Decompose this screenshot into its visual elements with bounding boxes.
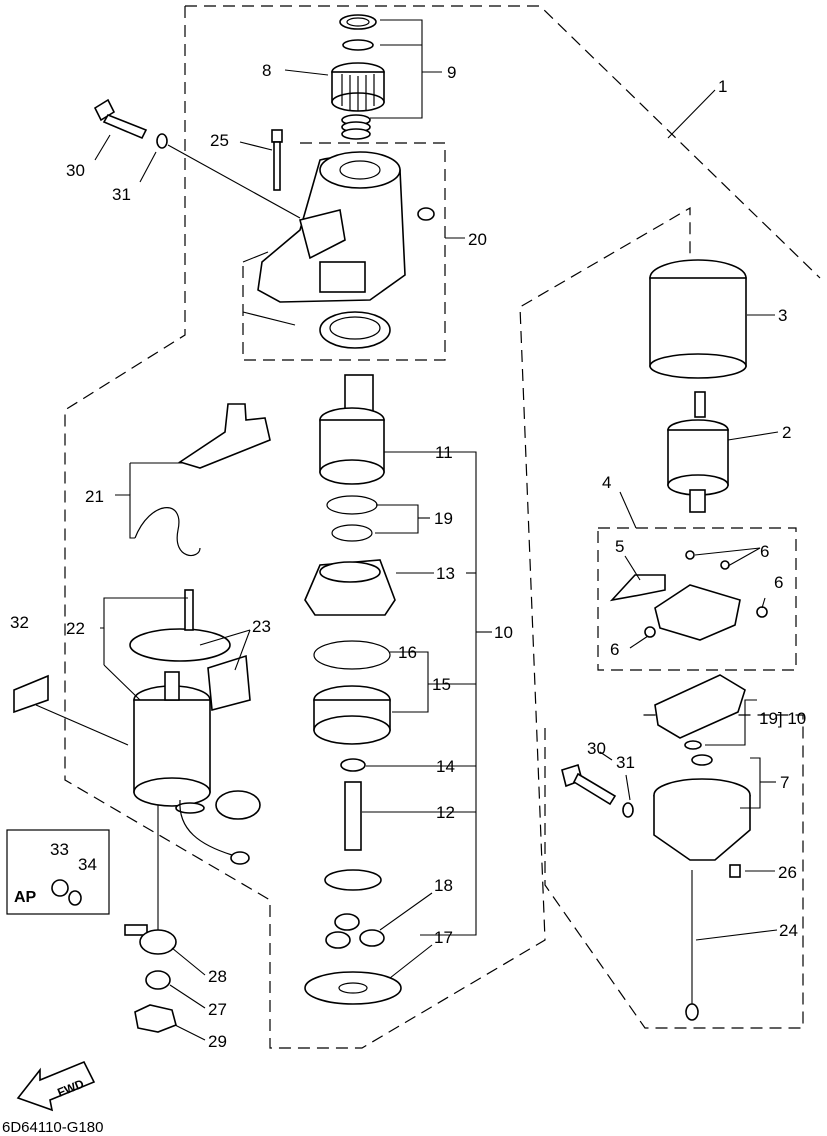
- diagram-code: 6D64110-G180: [2, 1119, 103, 1136]
- leader-32: [35, 704, 129, 746]
- callout-28: 28: [208, 967, 227, 986]
- part-25-bolt: [271, 129, 283, 191]
- callout-2: 2: [782, 423, 791, 442]
- callout-30-right: 30: [587, 739, 606, 758]
- callout-18: 18: [434, 876, 453, 895]
- callout-15: 15: [432, 675, 451, 694]
- part-17-plate: [304, 971, 402, 1005]
- assembly-outline-4: [597, 527, 797, 671]
- assembly-outline-20: [242, 142, 446, 361]
- callout-13: 13: [436, 564, 455, 583]
- callout-22: 22: [66, 619, 85, 638]
- callout-27: 27: [208, 1000, 227, 1019]
- callout-32: 32: [10, 613, 29, 632]
- part-21-shift-lever: [134, 403, 271, 556]
- callout-24: 24: [779, 921, 798, 940]
- callout-6b: 6: [774, 573, 783, 592]
- part-8-pinion-gear: [331, 62, 385, 112]
- callout-23: 23: [252, 617, 271, 636]
- callout-8: 8: [262, 61, 271, 80]
- part-29-cap: [134, 1004, 177, 1033]
- callout-1: 1: [718, 77, 727, 96]
- callout-31-right: 31: [616, 753, 635, 772]
- assembly-outline-main: [64, 5, 821, 1049]
- callout-34: 34: [78, 855, 97, 874]
- callout-6a: 6: [760, 542, 769, 561]
- part-20-bushing: [319, 311, 391, 349]
- callout-25: 25: [210, 131, 229, 150]
- part-27-nut: [145, 970, 171, 990]
- callout-31: 31: [112, 185, 131, 204]
- part-9-stopper-ring: [339, 14, 377, 51]
- callout-19: 19: [434, 509, 453, 528]
- part-4-brush-holder: [609, 550, 768, 641]
- ap-box: [6, 829, 110, 915]
- callout-29: 29: [208, 1032, 227, 1051]
- part-28-terminal-nut: [124, 805, 177, 955]
- callout-17: 17: [434, 928, 453, 947]
- part-22-plate: [129, 589, 231, 662]
- part-18-planet-gears: [325, 913, 385, 949]
- part-30-bolt-right: [561, 763, 617, 806]
- callout-10: 10: [494, 623, 513, 642]
- part-31-washer: [156, 133, 168, 149]
- part-13-gear-housing: [304, 559, 396, 616]
- leader-lines: [94, 19, 779, 1041]
- callout-4: 4: [602, 473, 611, 492]
- part-7-rear-cover: [653, 754, 751, 861]
- part-3-yoke: [649, 259, 747, 379]
- part-19-10-plate: [654, 674, 746, 750]
- callout-6c: 6: [610, 640, 619, 659]
- part-15-internal-gear: [313, 685, 391, 745]
- part-30-bolt: [93, 98, 148, 140]
- part-11-clutch: [319, 374, 385, 485]
- part-23-rubber: [207, 654, 261, 820]
- callout-7: 7: [780, 773, 789, 792]
- callout-30: 30: [66, 161, 85, 180]
- part-24-through-bolt: [685, 870, 699, 1021]
- callout-26: 26: [778, 863, 797, 882]
- assembly-outline-7: [544, 714, 804, 1029]
- callout-9: 9: [447, 63, 456, 82]
- callout-5: 5: [615, 537, 624, 556]
- callout-20: 20: [468, 230, 487, 249]
- callout-12: 12: [436, 803, 455, 822]
- part-2-armature: [667, 391, 729, 513]
- part-9-spring: [341, 114, 371, 140]
- leader-31-housing: [167, 144, 301, 219]
- ap-label: AP: [14, 889, 37, 906]
- part-20-front-housing: [257, 151, 435, 303]
- callout-labels: 1 8 9 25 30 31 20 3 2 11 4 21 19 5 6 13 …: [2, 61, 806, 1136]
- part-22-solenoid: [133, 671, 211, 814]
- callout-19-10: 19] 10: [759, 709, 806, 728]
- callout-21: 21: [85, 487, 104, 506]
- fwd-arrow: [16, 1060, 96, 1112]
- part-16-ring: [313, 640, 391, 670]
- part-14-bushing: [340, 758, 366, 772]
- callout-14: 14: [436, 757, 455, 776]
- callout-16: 16: [398, 643, 417, 662]
- part-32-label: [13, 674, 49, 714]
- part-19-clip: [326, 495, 378, 542]
- part-12-planetary-shaft: [324, 781, 382, 891]
- part-31-washer-right: [622, 802, 634, 818]
- callout-11: 11: [435, 443, 453, 462]
- callout-3: 3: [778, 306, 787, 325]
- part-22-lead-wire: [179, 799, 250, 865]
- part-26-screw: [729, 864, 741, 878]
- callout-33: 33: [50, 840, 69, 859]
